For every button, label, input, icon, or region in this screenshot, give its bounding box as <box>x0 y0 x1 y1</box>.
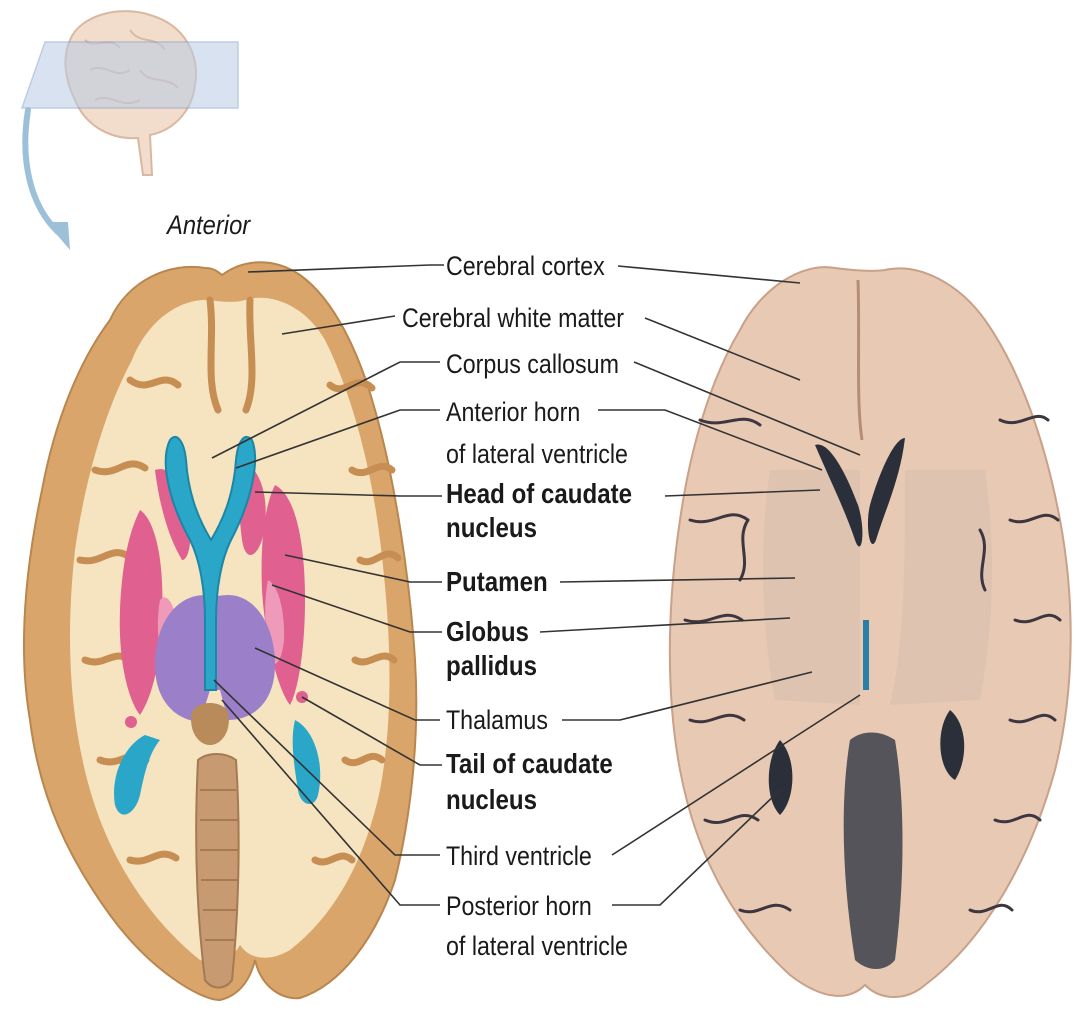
label-putamen: Putamen <box>446 564 548 600</box>
orientation-brain-icon <box>22 11 238 175</box>
label-cerebral-white-matter: Cerebral white matter <box>402 300 624 336</box>
illustrated-brain-section <box>24 262 416 1000</box>
label-globus-pallidus-line2: pallidus <box>446 648 537 684</box>
orientation-arrow-icon <box>25 110 70 250</box>
label-cerebral-cortex: Cerebral cortex <box>446 248 605 284</box>
label-posterior-horn-line2: of lateral ventricle <box>446 928 628 964</box>
label-third-ventricle: Third ventricle <box>446 838 592 874</box>
label-posterior-horn-line1: Posterior horn <box>446 888 592 924</box>
label-head-caudate-line1: Head of caudate <box>446 476 632 512</box>
label-anterior-horn-line1: Anterior horn <box>446 394 580 430</box>
anterior-label: Anterior <box>167 210 250 241</box>
photographic-brain-section <box>670 267 1071 997</box>
label-tail-caudate-line2: nucleus <box>446 782 537 818</box>
label-tail-caudate-line1: Tail of caudate <box>446 746 613 782</box>
label-globus-pallidus-line1: Globus <box>446 614 529 650</box>
label-thalamus: Thalamus <box>446 702 548 738</box>
label-head-caudate-line2: nucleus <box>446 510 537 546</box>
label-anterior-horn-line2: of lateral ventricle <box>446 436 628 472</box>
label-corpus-callosum: Corpus callosum <box>446 346 619 382</box>
